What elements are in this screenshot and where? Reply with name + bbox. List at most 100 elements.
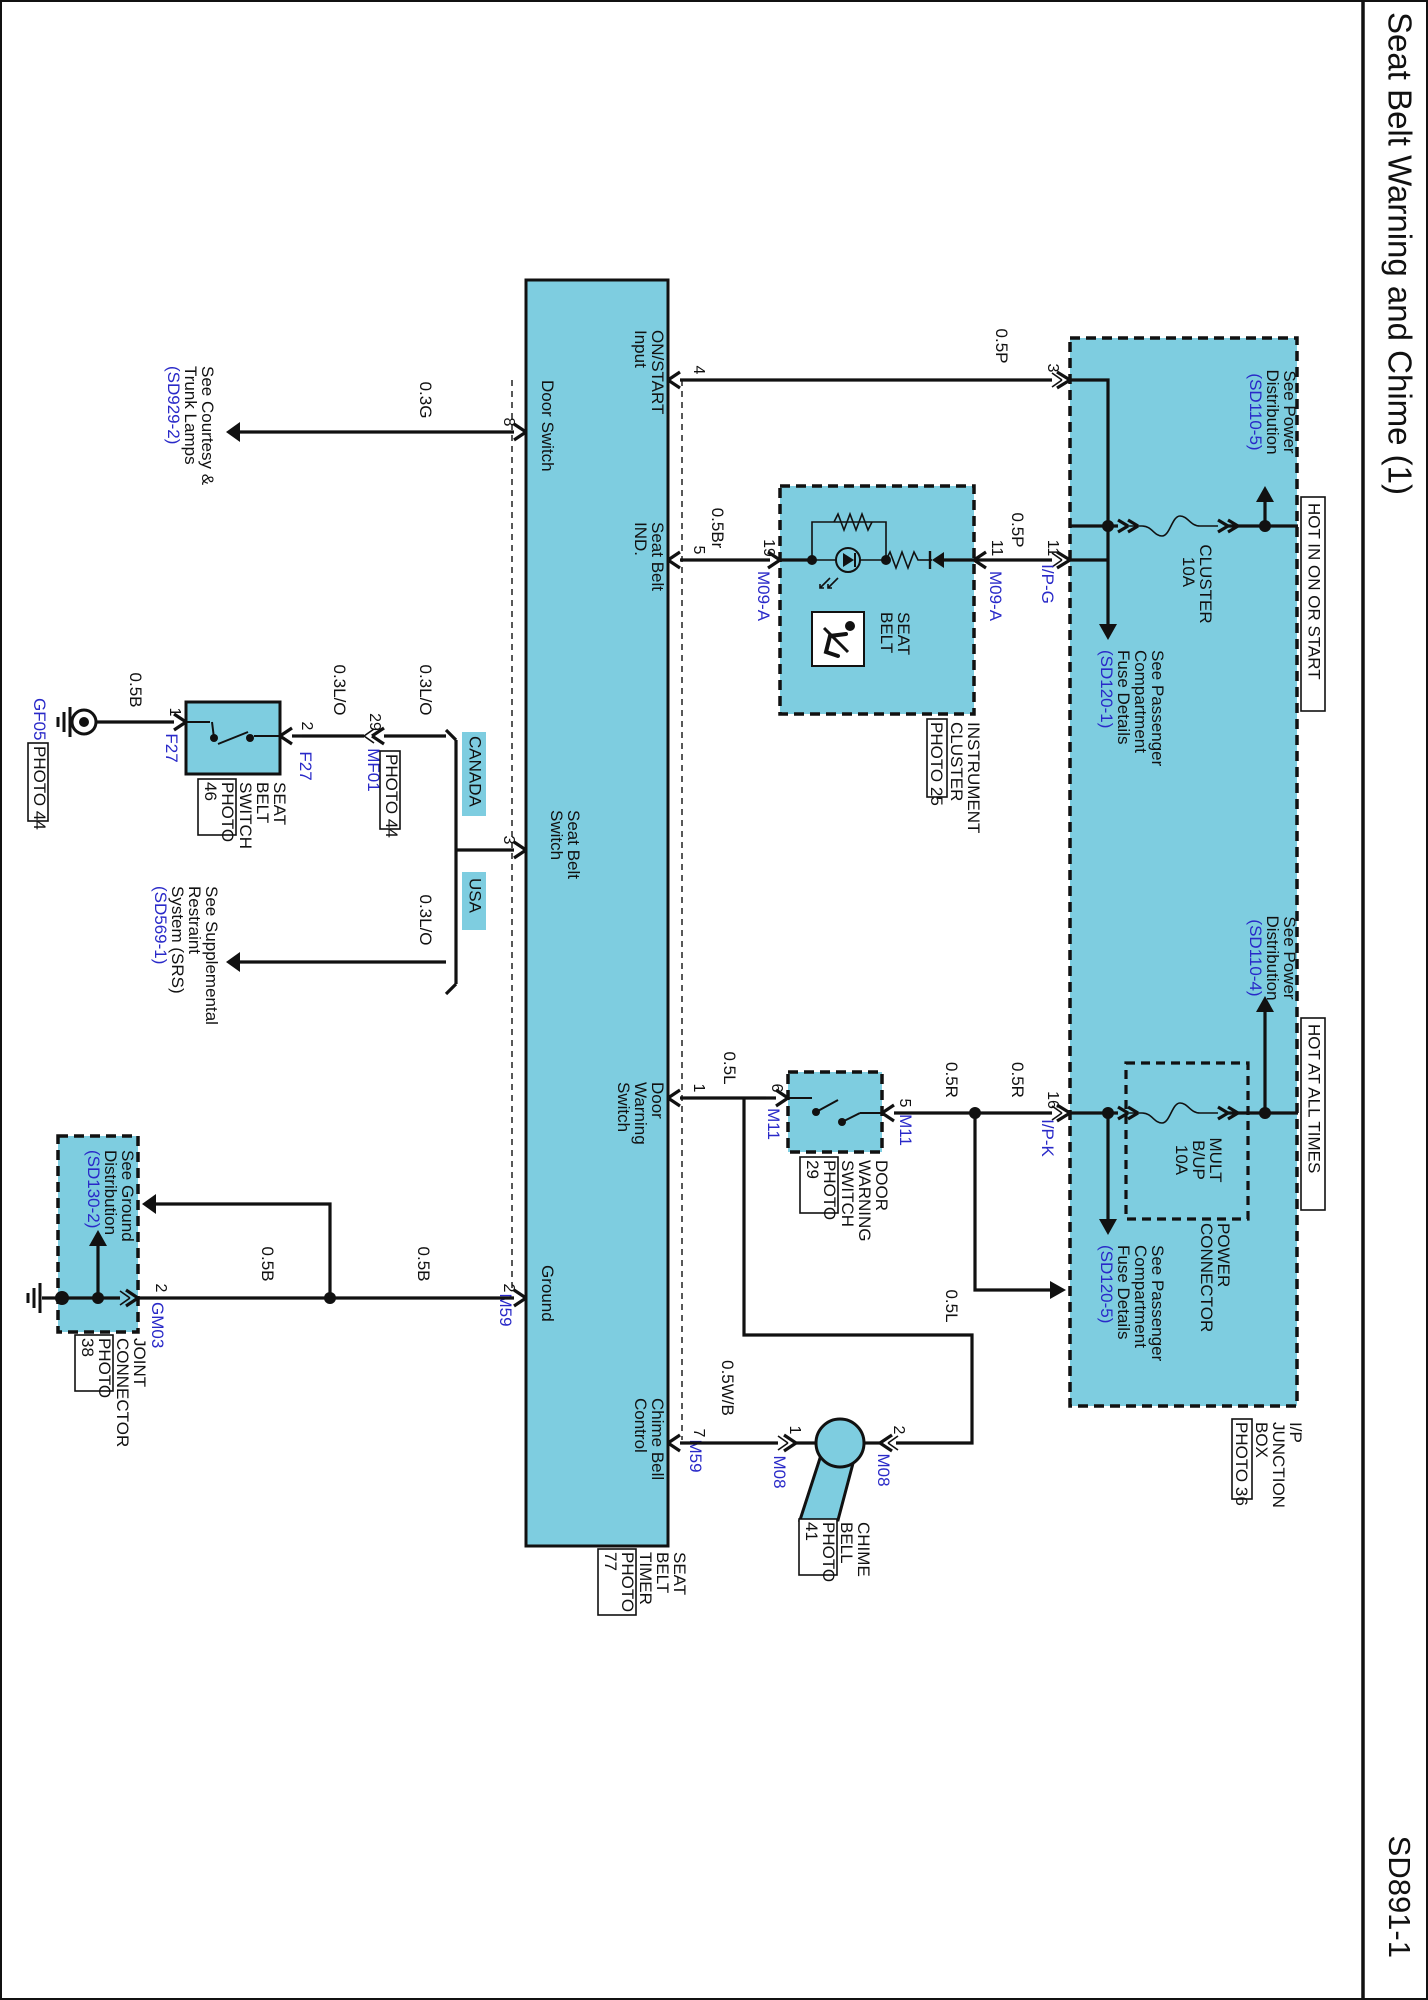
timer-port-on-start-2: Input [631, 330, 650, 368]
ip-power-dist-1-text-1: See Power [1280, 370, 1299, 453]
instrument-cluster-box [778, 484, 976, 716]
door-switch-name-2: WARNING [855, 1160, 874, 1242]
timer-pin-1: 1 [690, 1084, 707, 1093]
ip-junction-name-2: JUNCTION [1269, 1422, 1288, 1508]
wire-05p-a: 0.5P [992, 329, 1011, 364]
timer-name-2: BELT [653, 1552, 672, 1593]
gm03-pin: 2 [152, 1284, 169, 1293]
timer-port-seat-belt-ind-2: IND. [631, 522, 650, 556]
timer-port-chime-2: Control [631, 1398, 650, 1453]
seat-belt-switch-pin-2-terminal-icon [279, 726, 293, 746]
timer-pin-4: 4 [690, 366, 707, 375]
fuse-details-1-text-1: See Passenger [1148, 650, 1167, 767]
ip-pin-16-terminal-icon [1051, 1103, 1071, 1123]
canada-tag: CANADA [466, 736, 485, 808]
wire-05r-a: 0.5R [942, 1062, 961, 1098]
srs-ref: (SD569-1) [151, 886, 170, 964]
srs-text-2: Restraint [185, 886, 204, 954]
timer-name-3: TIMER [636, 1552, 655, 1605]
ip-power-dist-2-ref: (SD110-4) [1246, 919, 1265, 996]
door-switch-name-3: SWITCH [838, 1160, 857, 1227]
fuse-mult-label-1: MULT [1206, 1137, 1225, 1182]
timer-port-seat-belt-switch-2: Switch [547, 810, 566, 860]
timer-port-door-warning-3: Switch [614, 1082, 633, 1132]
ip-junction-photo-box [1231, 1418, 1253, 1500]
timer-photo-box [597, 1548, 637, 1616]
timer-port-door-warning-2: Warning [631, 1082, 650, 1145]
ip-pin-16: 16 [1044, 1091, 1061, 1109]
door-switch-connector-6: M11 [764, 1108, 783, 1140]
chime-pin-1: 1 [786, 1426, 803, 1435]
timer-pin-1-terminal-icon [667, 1088, 681, 1108]
arrow-up-power-dist-2 [1256, 996, 1274, 1012]
fuse-details-2-ref: (SD120-5) [1097, 1245, 1116, 1323]
gm03-photo-box [74, 1334, 114, 1392]
resistor-icon [833, 511, 873, 533]
timer-port-seat-belt-switch-1: Seat Belt [564, 810, 583, 879]
ip-pin-3: 3 [1044, 364, 1061, 373]
timer-pin-2-terminal-icon [513, 1288, 527, 1308]
seat-belt-switch-pin-1: 1 [166, 708, 183, 717]
srs-text-3: System (SRS) [168, 886, 187, 994]
timer-name-1: SEAT [670, 1552, 689, 1595]
ip-pin-11: 11 [1044, 540, 1061, 557]
chime-name-1: CHIME [854, 1522, 873, 1577]
timer-connector-ground: M59 [496, 1293, 515, 1326]
chime-bell-icon [797, 1417, 866, 1522]
seat-belt-switch-contact-icon [186, 721, 280, 745]
seat-belt-switch-photo-1: PHOTO [218, 782, 237, 842]
gm03-name-1: JOINT [130, 1338, 149, 1387]
fuse-details-1-text-2: Compartment [1131, 650, 1150, 753]
timer-port-chime-1: Chime Bell [648, 1398, 667, 1480]
cluster-connector-b: M09-A [986, 571, 1005, 622]
srs-text-1: See Supplemental [202, 886, 221, 1025]
seat-belt-switch-photo-box [197, 778, 237, 836]
page-code: SD891-1 [1382, 1836, 1417, 1958]
mf01-pin: 29 [366, 713, 383, 731]
cluster-photo: PHOTO 25 [927, 722, 946, 806]
ip-junction-photo: PHOTO 36 [1232, 1422, 1251, 1506]
gm03-connector: GM03 [148, 1302, 167, 1348]
door-switch-connector-5: M11 [896, 1114, 915, 1146]
hot-at-all-times-box [1300, 1017, 1326, 1211]
chime-photo-box [798, 1518, 838, 1576]
hot-at-all-times-label: HOT AT ALL TIMES [1305, 1024, 1324, 1173]
timer-port-ground: Ground [538, 1265, 557, 1322]
gf05-photo-box [27, 742, 49, 822]
timer-port-door-warning-1: Door [648, 1082, 667, 1119]
wire-05l-a: 0.5L [720, 1051, 739, 1084]
page-title: Seat Belt Warning and Chime (1) [1381, 12, 1418, 495]
gf05-name: GF05 [30, 698, 49, 741]
timer-pin-3-terminal-icon [513, 840, 527, 860]
mf01-photo: PHOTO 44 [382, 754, 401, 838]
resistor-2-icon [885, 549, 920, 571]
wire-05br: 0.5Br [708, 508, 727, 549]
wire-03lo-b: 0.3L/O [330, 664, 349, 715]
cluster-pin-19: 19 [760, 539, 777, 557]
arrow-left-courtesy-icon [226, 422, 240, 442]
arrow-down-fuse-details-2 [1099, 1219, 1117, 1235]
usa-tag: USA [466, 878, 485, 914]
gf05-photo: PHOTO 44 [30, 746, 49, 830]
timer-pin-3: 3 [500, 836, 517, 845]
gf05-ground-icon [56, 707, 98, 737]
ip-power-dist-1-ref: (SD110-5) [1246, 373, 1265, 450]
wire-05l-chime [742, 1098, 974, 1445]
chime-pin-1-terminal-icon [777, 1433, 797, 1453]
wire-05p-b: 0.5P [1008, 513, 1027, 548]
ip-junction-name-1: I/P [1286, 1422, 1305, 1443]
wire-05b-b: 0.5B [414, 1247, 433, 1282]
timer-pin-7-terminal-icon [667, 1433, 681, 1453]
arrow-left-srs-icon [226, 952, 240, 972]
wire-05r-b: 0.5R [1008, 1062, 1027, 1098]
ground-dist-ref: (SD130-2) [84, 1150, 103, 1228]
timer-pin-2: 2 [500, 1284, 517, 1293]
door-switch-contact-icon [788, 1097, 882, 1126]
seat-belt-pictogram-icon [811, 611, 865, 667]
mf01-terminal-icon [363, 726, 385, 746]
cluster-photo-box [926, 718, 948, 798]
seat-belt-switch-connector-2: F27 [296, 751, 315, 780]
seat-belt-switch-name-2: BELT [253, 782, 272, 823]
power-connector-label-2: CONNECTOR [1197, 1223, 1216, 1332]
gm03-terminal-icon [119, 1288, 139, 1308]
